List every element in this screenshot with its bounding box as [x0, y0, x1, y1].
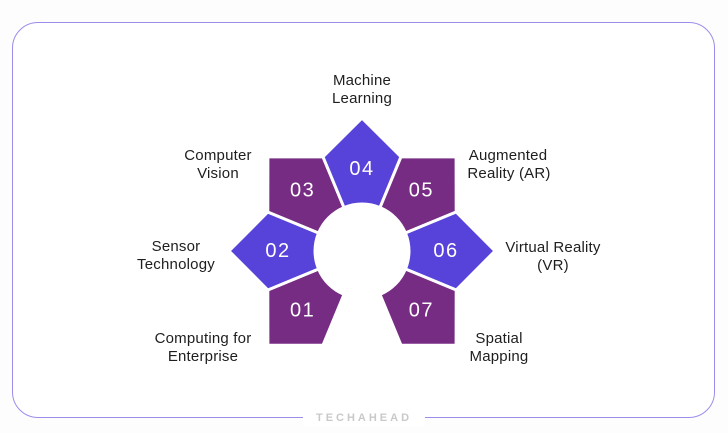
label-computing-for-enterprise-line1: Computing for: [155, 330, 252, 347]
label-virtual-reality-line1: Virtual Reality: [505, 239, 601, 256]
petal-number-05: 05: [409, 180, 434, 202]
petal-number-04: 04: [349, 158, 374, 180]
petal-number-03: 03: [290, 180, 315, 202]
petal-07: [378, 267, 458, 347]
petal-number-01: 01: [290, 299, 315, 321]
petals: [226, 115, 498, 347]
label-computer-vision-line2: Vision: [197, 165, 239, 182]
label-machine-learning-line1: Machine: [333, 72, 391, 89]
label-spatial-mapping-line2: Mapping: [470, 348, 529, 365]
label-augmented-reality-line1: Augmented: [469, 147, 548, 164]
infographic-card: [12, 22, 715, 418]
petal-numbers: 01 02 03 04 05 06 07: [265, 158, 458, 321]
label-sensor-technology-line2: Technology: [137, 256, 215, 273]
label-computer-vision-line1: Computer: [184, 147, 251, 164]
label-machine-learning-line2: Learning: [332, 90, 392, 107]
label-computing-for-enterprise-line2: Enterprise: [168, 348, 238, 365]
petal-04: [321, 115, 403, 210]
petal-number-02: 02: [265, 240, 290, 262]
petal-labels: Computing for Enterprise Sensor Technolo…: [137, 72, 601, 365]
label-spatial-mapping-line1: Spatial: [475, 330, 522, 347]
label-sensor-technology-line1: Sensor: [152, 238, 201, 255]
petal-05: [378, 155, 458, 235]
petal-number-06: 06: [433, 240, 458, 262]
label-augmented-reality-line2: Reality (AR): [467, 165, 550, 182]
petal-03: [266, 155, 346, 235]
petal-01: [266, 267, 346, 347]
petal-06: [403, 210, 498, 292]
techahead-logo: TECHAHEAD: [302, 411, 426, 426]
label-virtual-reality-line2: (VR): [537, 257, 569, 274]
petal-02: [226, 210, 321, 292]
petal-number-07: 07: [409, 299, 434, 321]
